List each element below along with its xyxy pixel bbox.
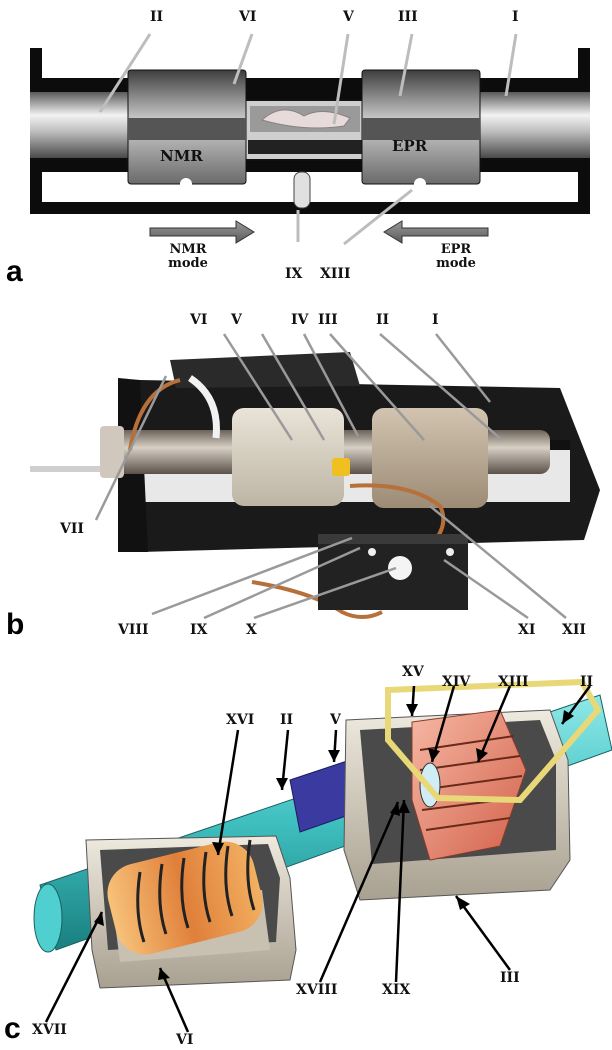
panel-c-schematic (33, 678, 612, 1033)
label-c-XVI: XVI (226, 712, 255, 728)
nmr-magnet (127, 69, 247, 190)
mode-epr-line1: EPR (440, 242, 472, 257)
label-c-XV: XV (402, 664, 424, 680)
mode-nmr-line1: NMR (169, 242, 207, 257)
mode-epr: EPR mode (416, 243, 496, 271)
label-c-XIV: XIV (442, 674, 471, 690)
yellow-loop (385, 678, 602, 804)
label-c-XIX: XIX (382, 982, 411, 998)
label-b-IX: IX (190, 622, 208, 638)
nmr-magnet-photo (232, 408, 344, 506)
label-a-XIII: XIII (320, 266, 351, 282)
nmr-coil (107, 839, 263, 955)
label-b-X: X (246, 622, 257, 638)
animal (260, 109, 351, 129)
label-b-VII: VII (60, 521, 84, 537)
label-c-XVII: XVII (32, 1022, 67, 1038)
epr-magnet (361, 69, 481, 190)
epr-magnet-photo (372, 408, 488, 508)
label-a-III: III (398, 9, 418, 25)
label-c-V: V (330, 712, 341, 728)
label-a-II: II (150, 9, 164, 25)
panel-a-drawing (30, 33, 590, 246)
label-b-V: V (231, 312, 242, 328)
epr-resonator (411, 709, 527, 861)
label-b-I: I (432, 312, 439, 328)
leader-lines-a (98, 33, 518, 246)
label-b-VI: VI (190, 312, 208, 328)
label-a-IX: IX (285, 266, 303, 282)
nmr-arrow (149, 220, 255, 244)
pin (293, 171, 311, 209)
label-b-IV: IV (291, 312, 309, 328)
label-c-VI: VI (176, 1032, 194, 1048)
panel-letter-a: a (6, 255, 23, 288)
label-b-XI: XI (518, 622, 536, 638)
label-b-VIII: VIII (118, 622, 149, 638)
label-c-III: III (500, 970, 520, 986)
mode-nmr: NMR mode (148, 243, 228, 271)
label-a-V: V (343, 9, 354, 25)
label-c-XVIII: XVIII (296, 982, 338, 998)
mode-epr-line2: mode (436, 256, 476, 271)
magnet-text-nmr: NMR (160, 147, 203, 165)
panel-b-photo (30, 333, 600, 620)
panel-letter-c: c (4, 1012, 21, 1045)
label-c-XIII: XIII (498, 674, 529, 690)
label-a-I: I (512, 9, 519, 25)
tube-left-end (33, 883, 63, 953)
magnet-text-epr: EPR (392, 137, 428, 155)
copper-pipes (128, 378, 446, 619)
panel-letter-b: b (6, 608, 25, 641)
label-b-III: III (318, 312, 338, 328)
sample-box (318, 534, 468, 610)
ribbon-cable (187, 375, 220, 439)
epr-arrow (383, 220, 489, 244)
mode-nmr-line2: mode (168, 256, 208, 271)
label-b-XII: XII (562, 622, 586, 638)
label-a-VI: VI (239, 9, 257, 25)
rod-right (470, 92, 590, 158)
label-c-II-mid: II (280, 712, 294, 728)
leader-lines-b (94, 333, 567, 620)
yellow-part (332, 458, 350, 476)
label-c-II-right: II (580, 674, 594, 690)
label-b-II: II (376, 312, 390, 328)
arrow-heads-c (94, 704, 574, 980)
rod-left (30, 92, 140, 158)
